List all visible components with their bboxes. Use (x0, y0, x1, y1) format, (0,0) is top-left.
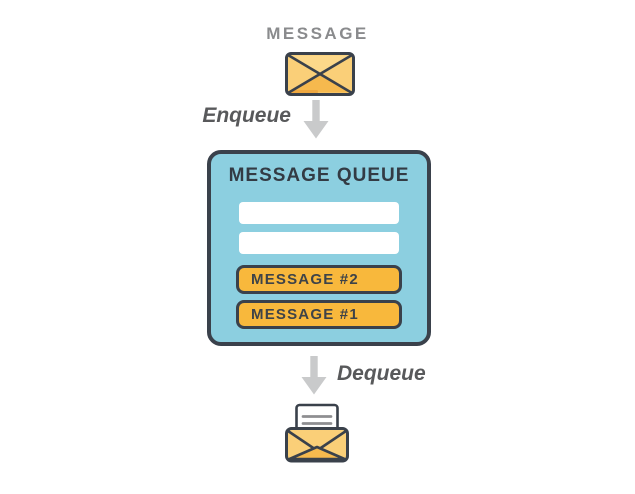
open-envelope-icon (285, 403, 349, 463)
message-label: MESSAGE (266, 24, 369, 43)
closed-envelope-icon (285, 52, 355, 96)
queue-title: MESSAGE QUEUE (228, 165, 410, 186)
message-1-label: MESSAGE #1 (251, 306, 359, 323)
queue-slot-empty-2 (239, 232, 399, 254)
queue-slot-empty-1 (239, 202, 399, 224)
queue-slot-message-1: MESSAGE #1 (236, 300, 402, 329)
queue-slot-message-2: MESSAGE #2 (236, 265, 402, 294)
dequeue-label: Dequeue (337, 362, 426, 385)
enqueue-label: Enqueue (202, 104, 291, 127)
message-2-label: MESSAGE #2 (251, 271, 359, 288)
dequeue-down-arrow-icon (301, 356, 327, 395)
message-queue-box: MESSAGE QUEUE MESSAGE #2 MESSAGE #1 (207, 150, 431, 346)
enqueue-down-arrow-icon (303, 100, 329, 139)
